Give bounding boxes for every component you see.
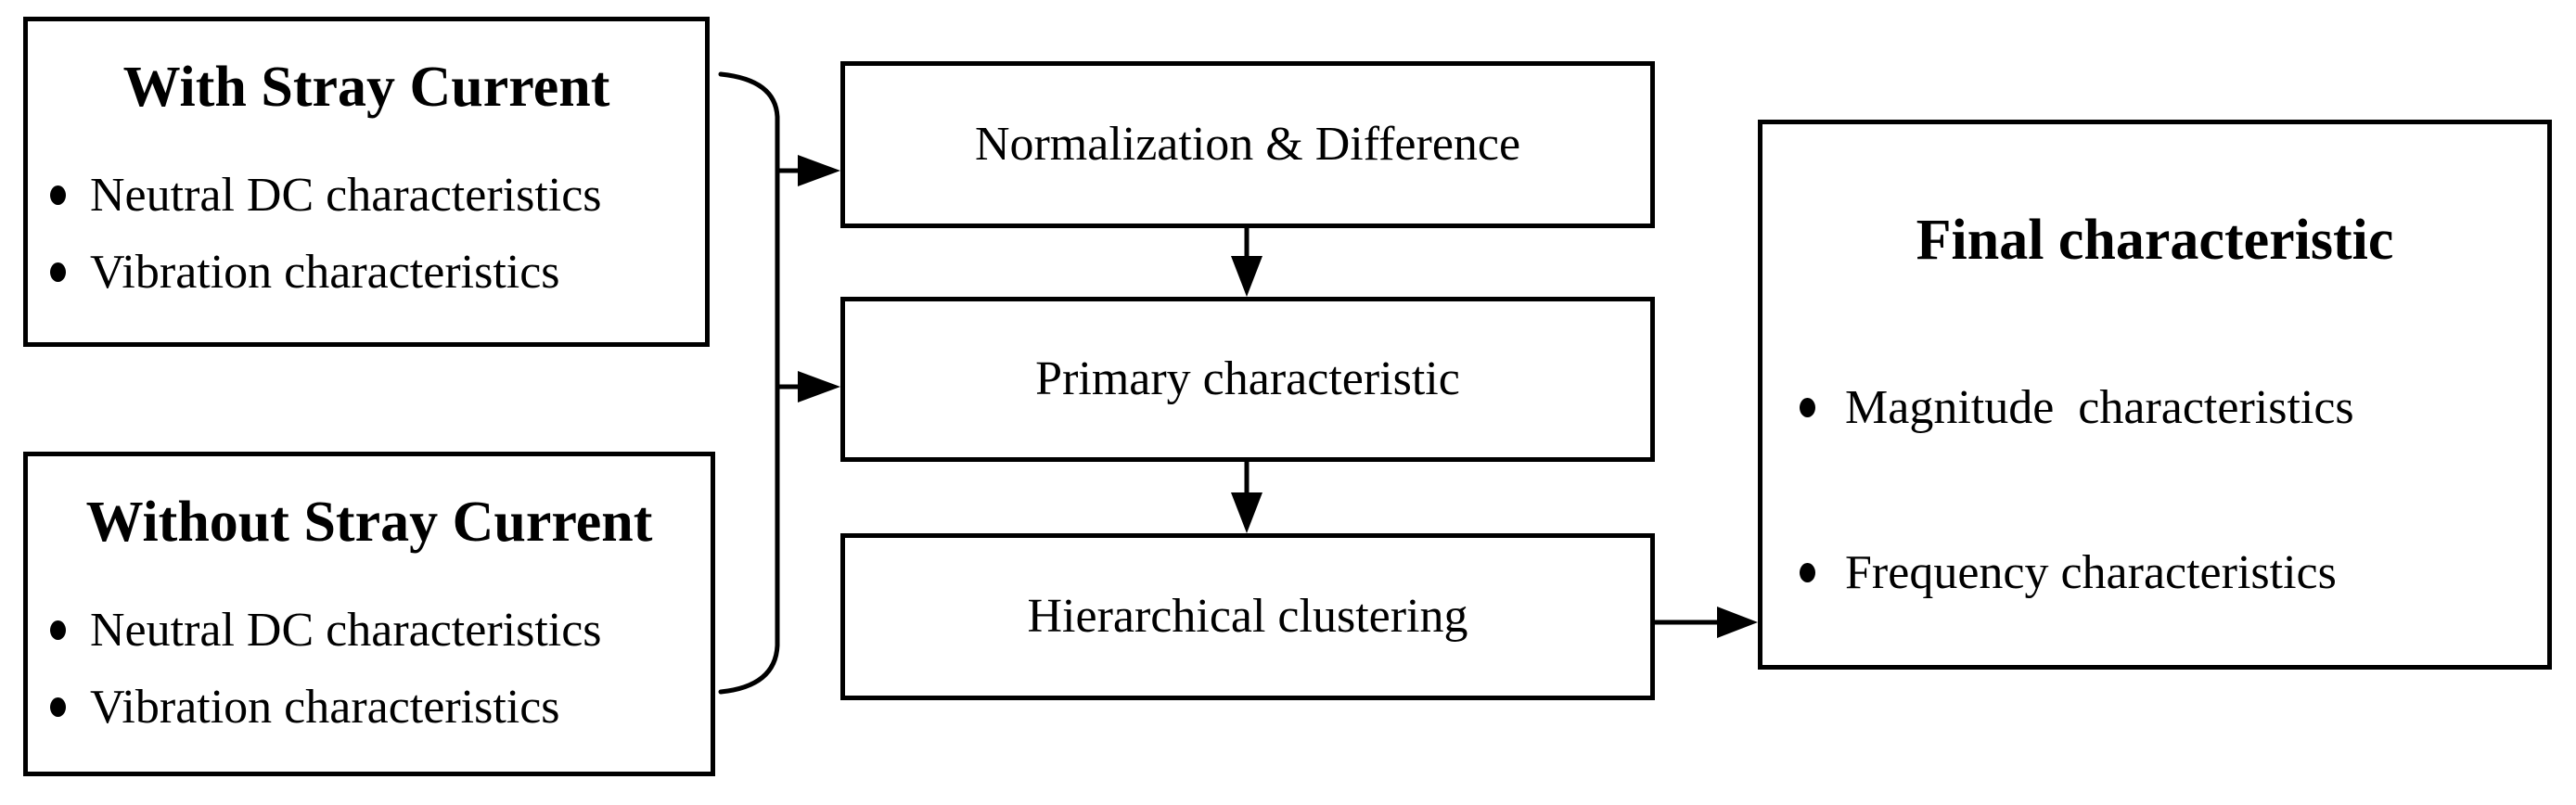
step-label: Normalization & Difference [974, 118, 1521, 171]
merge-bracket-curve [718, 71, 780, 695]
box-without-stray-current: Without Stray Current Neutral DC charact… [23, 452, 715, 776]
list-item: Frequency characteristics [1800, 534, 2547, 611]
bullet-icon [50, 262, 66, 282]
final-list: Magnitude characteristics Frequency char… [1762, 369, 2547, 611]
list-item: Neutral DC characteristics [50, 592, 711, 669]
bullet-icon [50, 620, 66, 640]
bullet-icon [1800, 398, 1815, 417]
arrow-to-primary [775, 371, 840, 402]
with-stray-title: With Stray Current [122, 56, 610, 119]
bullet-icon [50, 185, 66, 205]
arrow-to-normalization [775, 155, 840, 186]
arrow-primary-to-hierarchical [1231, 462, 1262, 533]
list-item: Vibration characteristics [50, 669, 711, 746]
box-with-stray-current: With Stray Current Neutral DC characteri… [23, 17, 710, 347]
list-item: Neutral DC characteristics [50, 157, 705, 234]
box-primary-characteristic: Primary characteristic [840, 297, 1655, 462]
list-item-label: Neutral DC characteristics [90, 168, 602, 222]
box-final-characteristic: Final characteristic Magnitude character… [1758, 120, 2552, 670]
step-label: Primary characteristic [1035, 352, 1460, 405]
list-item-label: Vibration characteristics [90, 680, 560, 734]
step-label: Hierarchical clustering [1027, 590, 1468, 643]
bullet-icon [1800, 563, 1815, 582]
final-title: Final characteristic [1916, 209, 2394, 272]
list-item-label: Neutral DC characteristics [90, 603, 602, 657]
list-item-label: Magnitude characteristics [1845, 380, 2354, 434]
arrow-normalization-to-primary [1231, 228, 1262, 297]
without-stray-list: Neutral DC characteristics Vibration cha… [28, 592, 711, 746]
with-stray-list: Neutral DC characteristics Vibration cha… [28, 157, 705, 311]
list-item-label: Frequency characteristics [1845, 545, 2337, 599]
box-normalization-difference: Normalization & Difference [840, 61, 1655, 228]
list-item: Magnitude characteristics [1800, 369, 2547, 446]
without-stray-title: Without Stray Current [85, 491, 653, 554]
bullet-icon [50, 697, 66, 717]
arrow-hierarchical-to-final [1655, 607, 1758, 638]
box-hierarchical-clustering: Hierarchical clustering [840, 533, 1655, 700]
list-item: Vibration characteristics [50, 234, 705, 311]
list-item-label: Vibration characteristics [90, 245, 560, 299]
